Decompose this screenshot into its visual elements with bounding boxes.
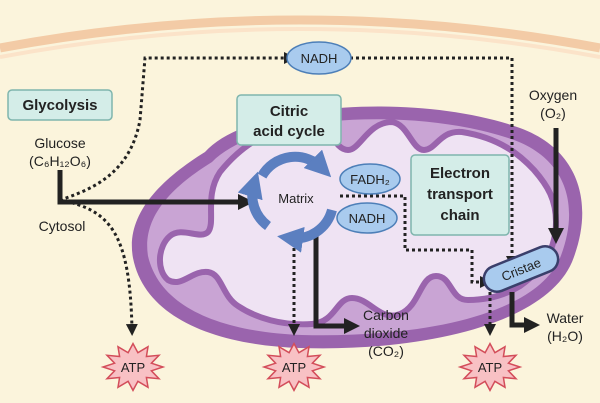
co2-line1: Carbon xyxy=(363,307,409,323)
glycolysis-to-atp-path xyxy=(59,198,138,336)
co2-line3: (CO₂) xyxy=(368,343,404,359)
nadh-top-ellipse xyxy=(286,41,352,75)
atp-label-3: ATP xyxy=(478,360,502,375)
etc-line1: Electron xyxy=(430,165,490,182)
cristae-pill: Cristae xyxy=(482,245,560,293)
citric-line2: acid cycle xyxy=(253,123,325,140)
cycle-arrow-right xyxy=(277,208,337,253)
etc-line3: chain xyxy=(440,207,479,224)
cycle-arrow-left xyxy=(237,171,272,231)
atp-burst-2: ATP xyxy=(261,342,327,392)
cycle-arrow-top xyxy=(257,149,332,179)
matrix-cycle xyxy=(237,149,337,253)
matrix-label: Matrix xyxy=(278,191,314,206)
oxygen-label: Oxygen xyxy=(529,87,577,103)
nadh-top-label: NADH xyxy=(301,51,338,66)
glucose-formula: (C₆H₁₂O₆) xyxy=(29,153,91,169)
dotted-arrows xyxy=(59,52,518,336)
glycolysis-box xyxy=(7,89,113,121)
water-formula: (H₂O) xyxy=(547,328,583,344)
matrix-to-co2-arrow xyxy=(313,228,361,335)
cell-membrane-edge-inner xyxy=(0,27,600,59)
nadh-top-right-path xyxy=(350,56,518,268)
electron-transport-chain-box xyxy=(410,154,510,236)
fadh2-ellipse xyxy=(339,163,401,195)
glucose-to-matrix-arrow xyxy=(57,170,255,211)
cytosol-label: Cytosol xyxy=(39,218,86,234)
atp-label-2: ATP xyxy=(282,360,306,375)
atp-burst-1: ATP xyxy=(100,342,166,392)
citric-acid-cycle-box xyxy=(236,94,342,146)
fadh2-label: FADH₂ xyxy=(350,172,390,187)
etc-line2: transport xyxy=(427,186,493,203)
atp-burst-3: ATP xyxy=(457,342,523,392)
cell-membrane-edge xyxy=(0,15,600,53)
atp-label-1: ATP xyxy=(121,360,145,375)
co2-line2: dioxide xyxy=(364,325,409,341)
cristae-to-water-arrow xyxy=(509,292,541,334)
glycolysis-label: Glycolysis xyxy=(22,97,97,114)
nadh-top-left-path xyxy=(59,52,296,202)
citric-line1: Citric xyxy=(270,103,308,120)
fadh2-to-cristae-path xyxy=(340,194,492,288)
water-label: Water xyxy=(547,310,584,326)
nadh-inner-ellipse xyxy=(336,202,398,234)
glucose-label: Glucose xyxy=(34,135,86,151)
nadh-inner-label: NADH xyxy=(349,211,386,226)
oxygen-formula: (O₂) xyxy=(540,105,566,121)
